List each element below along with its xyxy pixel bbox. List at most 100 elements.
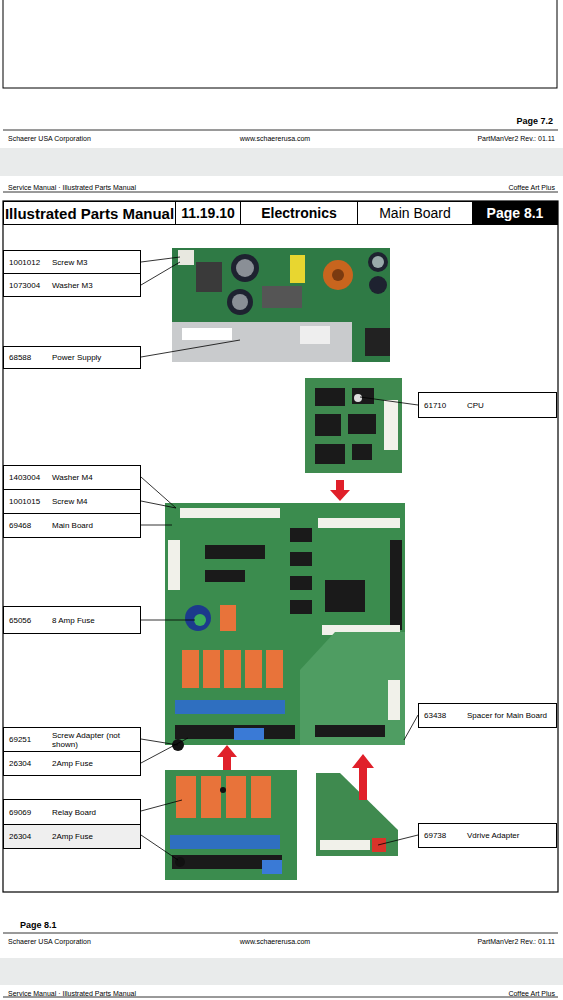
main-board-photo-part [205,545,265,559]
part-name: Screw M4 [52,497,137,506]
power-supply-photo-part [369,276,387,294]
main-board-photo-part [325,580,365,612]
main-board-photo-part [205,570,245,582]
header-cell: Electronics [240,201,358,225]
header-text: Illustrated Parts Manual [4,202,175,224]
part-number: 68588 [9,353,31,362]
page-background-part [0,958,563,985]
part-number: 61710 [424,401,446,410]
callout-box: 69069Relay Board [3,799,141,825]
part-name: Vdrive Adapter [467,831,553,840]
vdrive-adapter-photo [316,773,398,856]
relay-board-photo-part [165,770,297,880]
leader-lines-part [141,800,182,811]
main-board-photo-part [203,650,220,688]
leader-lines-part [141,257,180,262]
power-supply-photo-part [172,322,352,362]
cpu-photo-part [315,414,341,436]
part-name: 8 Amp Fuse [52,616,137,625]
leader-lines-part [141,262,180,285]
page-footer-text: Service Manual · Illustrated Parts Manua… [8,989,136,998]
page-footer-text: www.schaererusa.com [240,937,310,946]
page-footer-text: Coffee Art Plus [508,183,555,192]
main-board-photo-part [290,552,312,566]
page-footer-text: Schaerer USA Corporation [8,937,91,946]
cpu-photo [305,378,402,473]
main-board-photo-part [234,728,264,740]
power-supply-photo [172,248,390,362]
page-footer-text: Coffee Art Plus [508,989,555,998]
cpu-photo-part [354,394,362,402]
leader-lines-part [360,397,418,405]
header-text: Electronics [241,202,357,224]
assembly-arrows-part [217,745,237,770]
callout-box: 263042Amp Fuse [3,751,141,776]
main-board-photo [165,503,405,751]
vdrive-adapter-photo-part [316,773,398,856]
part-number: 1001015 [9,497,40,506]
main-board-photo-part [388,680,400,720]
power-supply-photo-part [196,262,222,292]
callout-box: 69468 Main Board [3,513,141,538]
part-name: Washer M4 [52,473,137,482]
callout-box: 63438Spacer for Main Board [418,703,557,728]
leader-lines-part [141,739,178,745]
header-text: 11.19.10 [176,202,240,224]
part-name: Power Supply [52,353,137,362]
main-board-photo-part [390,540,402,630]
main-board-photo-part [224,650,241,688]
main-board-photo-part [290,576,312,590]
part-number: 69738 [424,831,446,840]
main-board-photo-part [168,540,180,590]
header-text: Page 8.1 [473,202,557,224]
page-background-part [3,130,558,131]
power-supply-photo-part [262,286,302,308]
power-supply-photo-part [232,294,248,310]
part-number: 26304 [9,832,31,841]
main-board-photo-part [318,518,400,528]
callout-box: 1403004 Washer M4 [3,465,141,490]
main-board-photo-part [290,528,312,542]
main-board-photo-part [245,650,262,688]
main-board-photo-part [165,503,405,745]
page-background-part [0,148,563,176]
leader-lines-part [141,738,188,763]
page-footer-text: Page 7.2 [516,116,553,127]
part-name: 2Amp Fuse [52,759,137,768]
part-name: Screw Adapter (not shown) [52,731,137,749]
leader-lines-part [378,835,418,845]
cpu-photo-part [348,414,376,434]
page-background-part [3,933,558,934]
part-number: 65056 [9,616,31,625]
power-supply-photo-part [172,248,390,362]
part-number: 69468 [9,521,31,530]
callout-box: 68588 Power Supply [3,346,141,369]
leader-lines-part [141,620,195,621]
assembly-arrows-part [330,480,350,501]
main-board-photo-part [180,508,280,518]
power-supply-photo-part [290,255,305,283]
page-footer-text: PartManVer2 Rev.: 01.11 [477,937,555,946]
leader-lines-part [141,525,172,526]
page-footer-text: Service Manual · Illustrated Parts Manua… [8,183,136,192]
part-name: Main Board [52,521,137,530]
callout-box: 61710CPU [418,392,557,418]
relay-board-photo-part [175,857,185,867]
page-footer-text: www.schaererusa.com [240,134,310,143]
part-number: 1403004 [9,473,40,482]
main-board-photo-part [185,605,211,631]
header-cell: Page 8.1 [472,201,558,225]
callout-box: 1073004Washer M3 [3,273,141,297]
power-supply-photo-part [365,328,390,356]
part-number: 69251 [9,735,31,744]
cpu-photo-part [352,388,374,404]
callout-box: 1001015 Screw M4 [3,489,141,514]
part-name: 2Amp Fuse [52,832,137,841]
main-board-photo-part [300,632,405,745]
cpu-photo-part [384,400,398,450]
header-text: Main Board [358,202,472,224]
power-supply-photo-part [231,254,259,282]
main-board-photo-part [175,725,295,739]
